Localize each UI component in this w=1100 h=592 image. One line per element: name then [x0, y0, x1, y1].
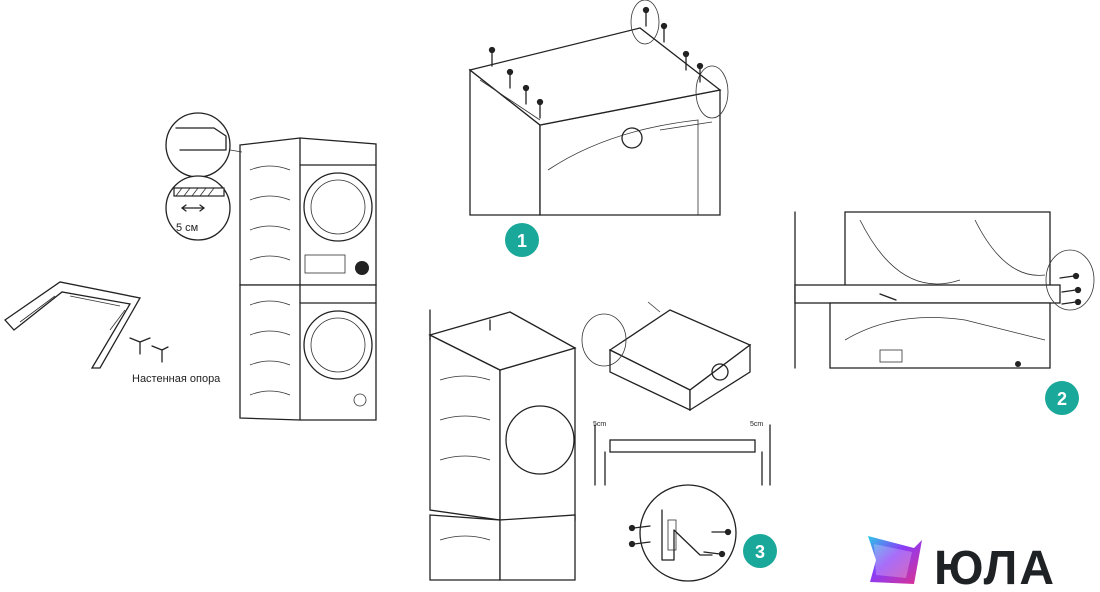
- brand-logo: ЮЛА: [868, 536, 1056, 592]
- washer-unit: [239, 284, 377, 421]
- detail-callout-top: [165, 112, 243, 178]
- step-1-illustration: [468, 0, 729, 216]
- svg-text:2: 2: [1057, 389, 1067, 409]
- wall-support-brackets: [129, 337, 169, 363]
- brand-name: ЮЛА: [934, 542, 1056, 592]
- gap-right-label: 5cm: [750, 421, 763, 428]
- dryer-unit: [239, 137, 377, 286]
- step-1-badge: 1: [505, 223, 539, 257]
- step-2-badge: 2: [1045, 381, 1079, 415]
- step-3-badge: 3: [743, 534, 777, 568]
- detail-callout-gap: 5 см: [165, 175, 231, 241]
- gap-5cm-label: 5 см: [176, 222, 198, 234]
- brand-logo-mark: [868, 536, 922, 584]
- gap-left-label: 5cm: [593, 421, 606, 428]
- wall-support-label: Настенная опора: [132, 373, 221, 385]
- svg-text:1: 1: [517, 231, 527, 251]
- step-3-illustration: 5cm 5cm: [428, 301, 771, 582]
- step-2-illustration: [794, 211, 1095, 369]
- mounting-frame: [4, 281, 142, 369]
- svg-text:3: 3: [755, 542, 765, 562]
- stacked-appliances-illustration: Настенная опора: [4, 112, 377, 421]
